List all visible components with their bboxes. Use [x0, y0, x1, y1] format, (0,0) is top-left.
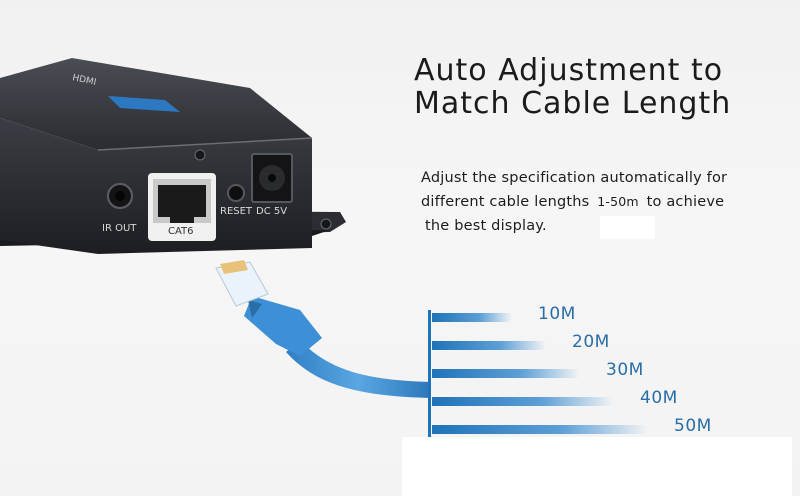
length-axis — [428, 310, 431, 438]
dc-label: DC 5V — [256, 206, 288, 217]
description-line-2: different cable lengths 1-50m to achieve — [421, 190, 791, 214]
description-line-1: Adjust the specification automatically f… — [421, 170, 728, 186]
description-part-2: different cable lengths — [421, 194, 590, 210]
description-line-3: the best display. — [425, 218, 547, 234]
length-bar-50m — [432, 425, 648, 434]
length-bar-40m — [432, 397, 614, 406]
headline-line-1: Auto Adjustment to — [414, 53, 724, 88]
length-label-10m: 10M — [538, 304, 576, 324]
description-part-3: to achieve — [646, 194, 725, 210]
ir-out-label: IR OUT — [102, 223, 137, 234]
reset-label: RESET — [220, 206, 253, 217]
length-bar-20m — [432, 341, 546, 350]
brand-label: HDMI — [71, 73, 97, 88]
length-label-50m: 50M — [674, 416, 712, 436]
length-label-30m: 30M — [606, 360, 644, 380]
cat6-label: CAT6 — [168, 226, 194, 237]
headline-line-2: Match Cable Length — [414, 86, 732, 121]
blank-overlay — [600, 216, 655, 239]
description: Adjust the specification automatically f… — [421, 166, 791, 238]
blank-bottom-overlay — [402, 437, 792, 496]
cable-range: 1-50m — [597, 194, 639, 209]
length-bar-10m — [432, 313, 512, 322]
length-bar-30m — [432, 369, 580, 378]
headline: Auto Adjustment to Match Cable Length — [414, 54, 794, 120]
length-label-20m: 20M — [572, 332, 610, 352]
length-label-40m: 40M — [640, 388, 678, 408]
